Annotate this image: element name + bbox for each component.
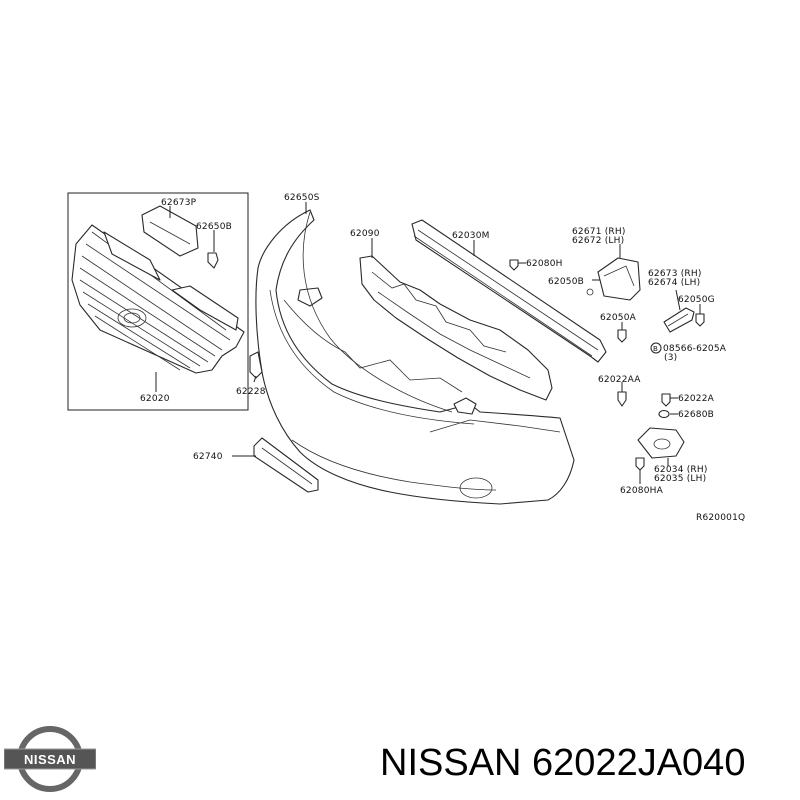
label-62674: 62674 (LH) xyxy=(648,278,700,288)
label-62650S: 62650S xyxy=(284,193,320,203)
label-62228: 62228 xyxy=(236,387,266,397)
bumper-group: 62650S 62228 xyxy=(236,193,575,505)
bracket-62673P xyxy=(141,205,199,257)
label-62090: 62090 xyxy=(350,229,380,239)
label-62672: 62672 (LH) xyxy=(572,236,624,246)
product-caption: NISSAN 62022JA040 xyxy=(380,742,746,784)
grille-inset-frame xyxy=(67,192,249,411)
reinforcement-group: 62030M xyxy=(411,219,607,363)
label-62080H: 62080H xyxy=(526,259,563,269)
label-62050A: 62050A xyxy=(600,313,637,323)
right-hardware-group: 62671 (RH) 62672 (LH) 62080H 62050B 6205… xyxy=(509,227,727,496)
label-62080HA: 62080HA xyxy=(620,486,664,496)
label-08566-qty: (3) xyxy=(664,353,677,363)
label-62050B: 62050B xyxy=(548,277,584,287)
label-62671: 62671 (RH) xyxy=(572,227,626,237)
label-marker-b: B xyxy=(653,345,658,353)
marker-62228 xyxy=(249,351,263,379)
bracket-62673-62674 xyxy=(663,307,695,333)
label-62022A: 62022A xyxy=(678,394,715,404)
label-62034: 62034 (RH) xyxy=(654,465,708,475)
label-62020: 62020 xyxy=(140,394,170,404)
absorber-group: 62090 xyxy=(350,229,553,401)
nissan-logo: NISSAN xyxy=(4,726,96,792)
label-62680B: 62680B xyxy=(678,410,714,420)
grille-62020 xyxy=(71,224,245,374)
bracket-62671-62672 xyxy=(597,257,641,301)
logo-wordmark: NISSAN xyxy=(24,752,76,767)
bumper-fascia-62022 xyxy=(255,209,575,505)
clip-62650B xyxy=(207,252,219,269)
marker-b-circle xyxy=(650,342,662,354)
bracket-62034-62035 xyxy=(637,427,685,459)
label-62050G: 62050G xyxy=(678,295,715,305)
label-62650B: 62650B xyxy=(196,222,232,232)
label-62673P: 62673P xyxy=(161,198,197,208)
license-bracket-group: 62740 xyxy=(193,437,319,493)
label-08566: 08566-6205A xyxy=(663,344,727,354)
label-62740: 62740 xyxy=(193,452,223,462)
grille-group: 62673P 62650B 62020 xyxy=(67,192,249,411)
absorber-62090 xyxy=(359,255,553,401)
reference-code: R620001Q xyxy=(696,513,745,523)
label-62022AA: 62022AA xyxy=(598,375,641,385)
label-62030M: 62030M xyxy=(452,231,490,241)
label-62673: 62673 (RH) xyxy=(648,269,702,279)
label-62035: 62035 (LH) xyxy=(654,474,706,484)
